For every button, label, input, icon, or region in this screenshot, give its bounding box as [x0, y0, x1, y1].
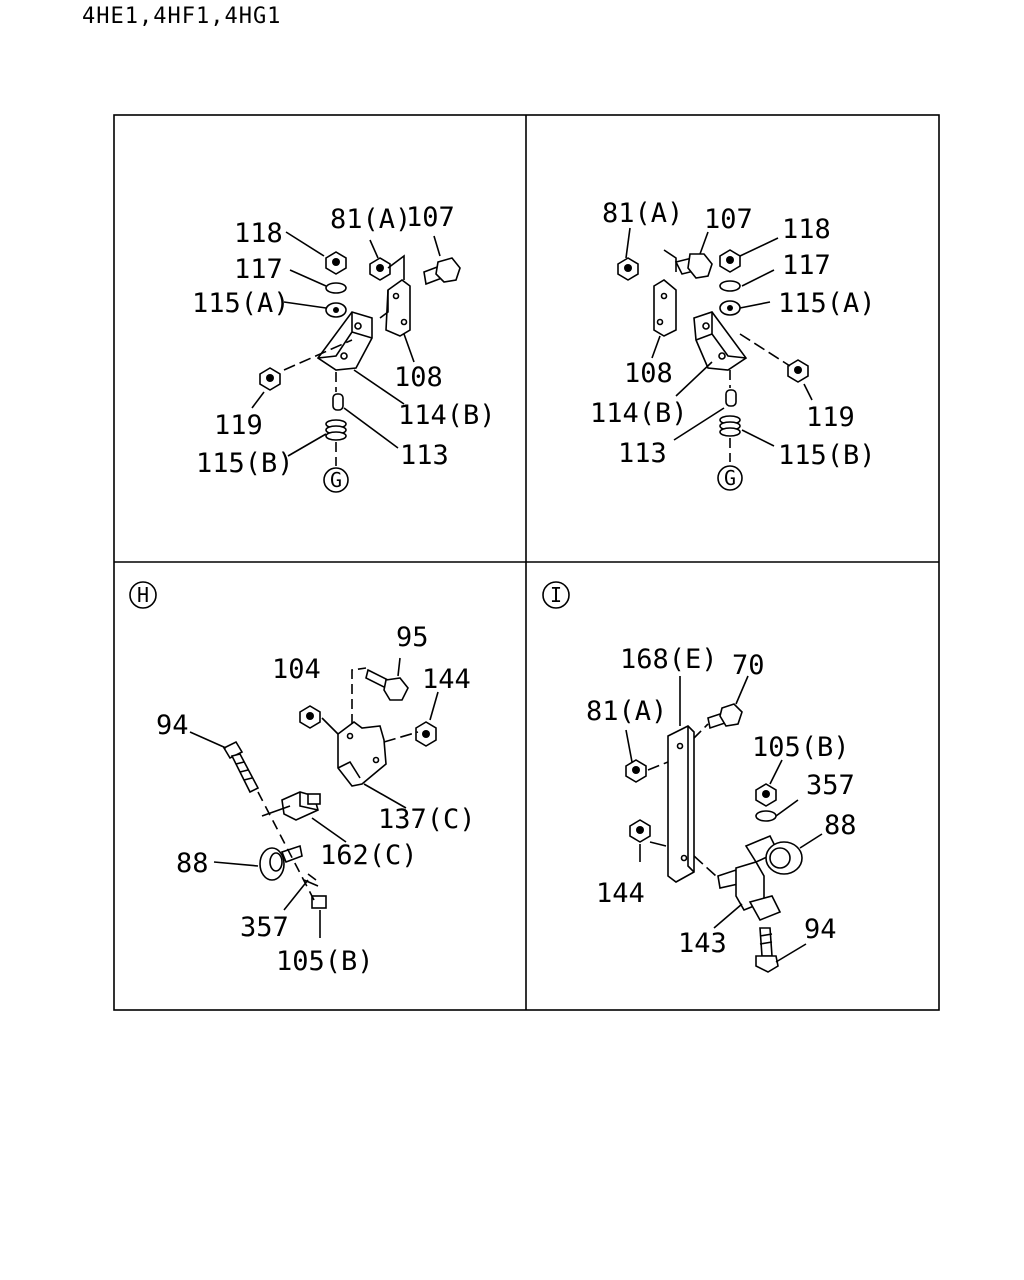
- label-115b: 115(B): [196, 448, 294, 479]
- label-143: 143: [678, 928, 727, 959]
- bracket-108: [653, 279, 677, 337]
- label-105b: 105(B): [276, 946, 374, 977]
- label-137c: 137(C): [378, 804, 476, 835]
- label-114b: 114(B): [398, 400, 496, 431]
- label-118: 118: [782, 214, 831, 245]
- label-113: 113: [400, 440, 449, 471]
- nut-81a: [617, 257, 639, 281]
- washer-117: [719, 280, 741, 292]
- nut-105b: [755, 783, 777, 807]
- block-162c: [281, 791, 321, 821]
- nut-81a: [625, 759, 647, 783]
- bolt-95: [365, 668, 409, 701]
- callout-g-marker: G: [323, 467, 349, 493]
- label-94: 94: [156, 710, 189, 741]
- label-357: 357: [806, 770, 855, 801]
- nut-118: [719, 249, 741, 273]
- label-115a: 115(A): [192, 288, 290, 319]
- label-95: 95: [396, 622, 429, 653]
- label-88: 88: [824, 810, 857, 841]
- bolt-94: [222, 740, 260, 794]
- marker-h-label: H: [137, 583, 149, 607]
- nut-144: [629, 819, 651, 843]
- rubber-115b: [719, 415, 741, 437]
- label-107: 107: [406, 202, 455, 233]
- label-118: 118: [234, 218, 283, 249]
- label-108: 108: [624, 358, 673, 389]
- label-81a: 81(A): [330, 204, 411, 235]
- label-115b: 115(B): [778, 440, 876, 471]
- bracket-114b: [693, 311, 748, 371]
- plate-168e: [667, 725, 695, 883]
- label-168e: 168(E): [620, 644, 718, 675]
- callout-h-marker: H: [129, 581, 157, 609]
- marker-i-label: I: [550, 583, 562, 607]
- washer-357: [755, 810, 777, 822]
- panel-bottom-right: I: [542, 581, 857, 973]
- label-119: 119: [214, 410, 263, 441]
- bolt-70: [707, 703, 743, 730]
- label-105b: 105(B): [752, 732, 850, 763]
- marker-g-label: G: [330, 468, 342, 492]
- label-114b: 114(B): [590, 398, 688, 429]
- pin-113: [725, 389, 737, 407]
- nut-104: [299, 705, 321, 729]
- panel-top-right: G 81(A) 107 118 117 115(A) 108 114(B) 11…: [590, 198, 876, 491]
- clamp-88: [744, 834, 803, 875]
- label-108: 108: [394, 362, 443, 393]
- bolt-94: [755, 927, 779, 973]
- nut-119: [259, 367, 281, 391]
- callout-g-marker: G: [717, 465, 743, 491]
- label-144: 144: [422, 664, 471, 695]
- washer-115a: [325, 302, 347, 318]
- washer-115a: [719, 300, 741, 316]
- callout-i-marker: I: [542, 581, 570, 609]
- label-94: 94: [804, 914, 837, 945]
- label-117: 117: [234, 254, 283, 285]
- label-88: 88: [176, 848, 209, 879]
- label-70: 70: [732, 650, 765, 681]
- bracket-114b: [316, 311, 373, 371]
- pin-113: [332, 393, 344, 411]
- nut-81a: [369, 257, 391, 281]
- nut-144: [415, 721, 437, 747]
- clamp-88: [259, 844, 303, 881]
- bracket-108: [379, 279, 411, 337]
- marker-g-label: G: [724, 466, 736, 490]
- washer-117: [325, 282, 347, 294]
- nut-118: [325, 251, 347, 275]
- label-81a: 81(A): [586, 696, 667, 727]
- label-104: 104: [272, 654, 321, 685]
- label-107: 107: [704, 204, 753, 235]
- label-119: 119: [806, 402, 855, 433]
- page-title: 4HE1,4HF1,4HG1: [82, 4, 282, 29]
- bolt-107: [423, 257, 461, 286]
- block-143: [717, 861, 782, 922]
- label-144: 144: [596, 878, 645, 909]
- panel-bottom-left: H: [129, 581, 476, 977]
- label-357: 357: [240, 912, 289, 943]
- rubber-115b: [325, 419, 347, 441]
- label-113: 113: [618, 438, 667, 469]
- diagram-frame: [113, 114, 940, 1011]
- panel-top-left: G 118 81(A) 107 117 115(A) 108 119 114(B…: [192, 202, 496, 493]
- bracket-137c: [337, 721, 387, 787]
- label-117: 117: [782, 250, 831, 281]
- label-81a: 81(A): [602, 198, 683, 229]
- label-162c: 162(C): [320, 840, 418, 871]
- nut-105b: [311, 895, 327, 909]
- label-115a: 115(A): [778, 288, 876, 319]
- bolt-107: [674, 253, 713, 279]
- nut-119: [787, 359, 809, 383]
